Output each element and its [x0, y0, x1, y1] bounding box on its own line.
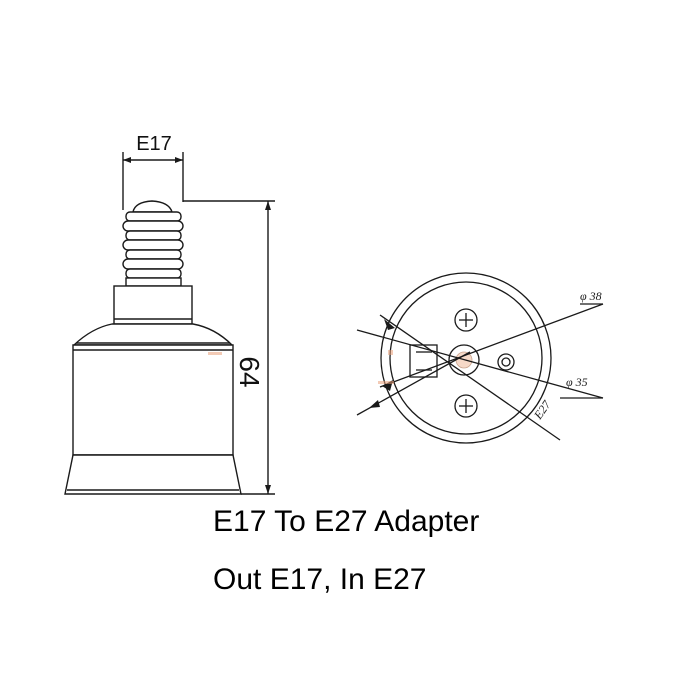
height-label: 64 — [234, 356, 265, 387]
screw-top — [454, 308, 478, 332]
dia35-label: φ 35 — [566, 375, 588, 389]
screw-thread — [122, 211, 184, 287]
side-view — [64, 152, 275, 495]
main-body — [72, 344, 234, 456]
side-contact — [497, 353, 515, 371]
e27-leader — [379, 314, 561, 441]
neck-collar — [113, 285, 193, 325]
screw-bottom — [454, 394, 478, 418]
flared-base — [64, 454, 242, 495]
dia38-leader — [379, 303, 604, 388]
center-contact — [448, 344, 480, 376]
e17-width-label: E17 — [136, 133, 172, 155]
faint-marks — [208, 350, 394, 384]
height-dimension — [183, 200, 275, 495]
caption-subtitle: Out E17, In E27 — [213, 563, 427, 596]
e17-width-dimension — [122, 152, 184, 210]
caption-title: E17 To E27 Adapter — [213, 505, 480, 538]
inner-rim — [389, 281, 543, 435]
dia38-label: φ 38 — [580, 289, 602, 303]
top-view — [356, 272, 604, 444]
screw-tip — [132, 200, 173, 213]
upper-shoulder — [72, 323, 234, 346]
dia35-leader — [356, 329, 604, 399]
